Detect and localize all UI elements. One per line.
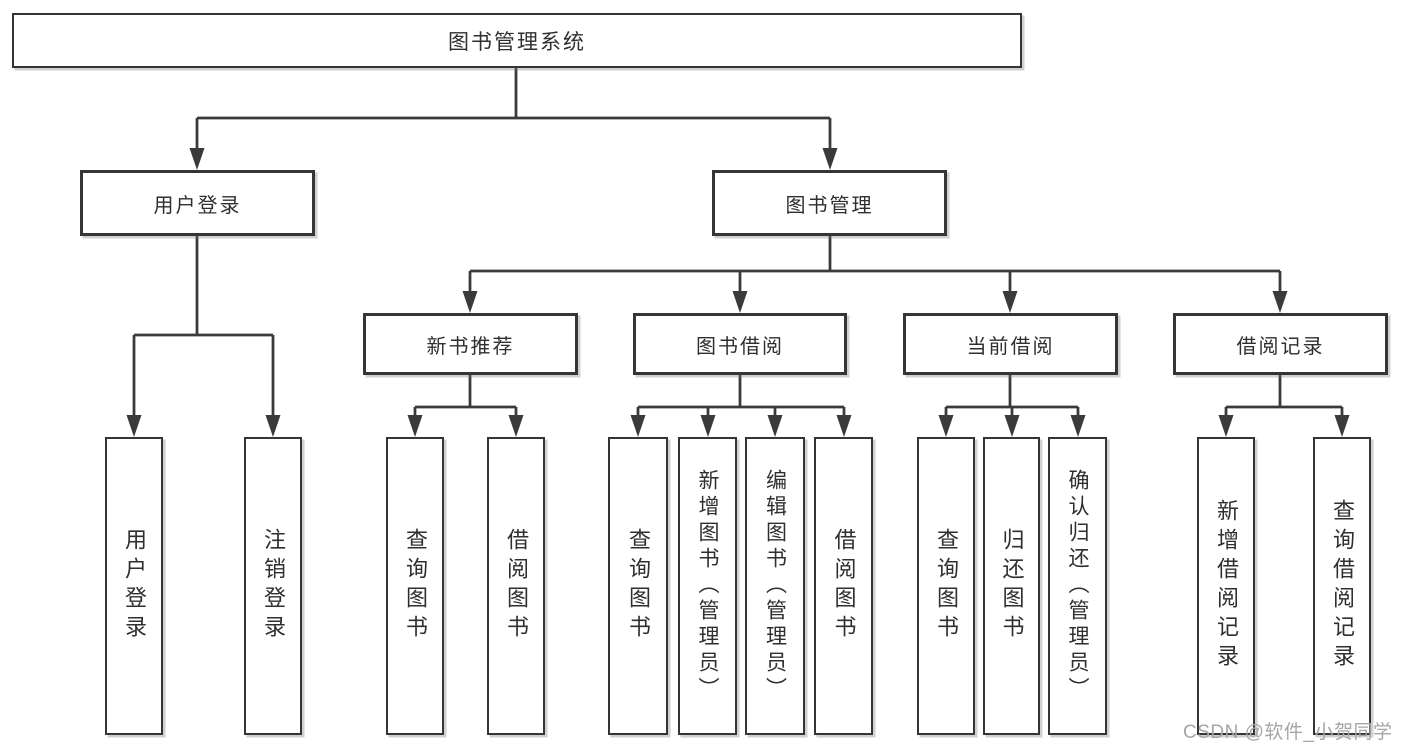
leaf-records-add: 新增借阅记录 — [1197, 437, 1255, 735]
leaf-current-return: 归还图书 — [983, 437, 1040, 735]
connector-userlogin-leaves — [132, 236, 275, 417]
arrowhead — [1334, 415, 1350, 437]
leaf-borrow-edit: 编辑图书（管理员） — [745, 437, 805, 735]
leaf-borrow-borrow-label: 借阅图书 — [831, 528, 857, 644]
leaf-newbooks-borrow-label: 借阅图书 — [504, 528, 529, 644]
leaf-borrow-query-label: 查询图书 — [626, 528, 651, 644]
leaf-newbooks-query-label: 查询图书 — [403, 528, 428, 644]
arrowhead — [462, 291, 478, 313]
arrowhead — [822, 148, 838, 170]
leaf-records-add-label: 新增借阅记录 — [1214, 499, 1239, 673]
node-root: 图书管理系统 — [12, 13, 1022, 68]
leaf-current-confirm-return: 确认归还（管理员） — [1048, 437, 1107, 735]
connector-bookborrow-leaves — [636, 375, 846, 417]
arrowhead — [700, 415, 716, 437]
node-current-borrow: 当前借阅 — [903, 313, 1118, 375]
node-user-login-label: 用户登录 — [153, 194, 242, 217]
connector-bookmgmt-level3 — [468, 236, 1282, 293]
leaf-records-query-label: 查询借阅记录 — [1330, 499, 1355, 673]
arrowhead — [265, 415, 281, 437]
arrowhead — [1002, 291, 1018, 313]
arrowhead — [508, 415, 524, 437]
arrowhead — [407, 415, 423, 437]
connector-root-level2 — [197, 68, 830, 120]
node-new-books-label: 新书推荐 — [426, 335, 515, 358]
leaf-logout: 注销登录 — [244, 437, 302, 735]
leaf-borrow-add: 新增图书（管理员） — [678, 437, 737, 735]
leaf-current-return-label: 归还图书 — [999, 528, 1025, 644]
leaf-records-query: 查询借阅记录 — [1313, 437, 1371, 735]
node-user-login: 用户登录 — [80, 170, 315, 236]
arrowhead — [732, 291, 748, 313]
arrowhead — [767, 415, 783, 437]
connector-currentborrow-leaves — [944, 375, 1080, 417]
connector-newbooks-leaves — [413, 375, 518, 417]
arrowhead — [630, 415, 646, 437]
arrowhead — [1070, 415, 1086, 437]
node-book-borrow-label: 图书借阅 — [696, 335, 784, 358]
arrowhead — [1272, 291, 1288, 313]
connector-root-level2-drops — [195, 118, 832, 150]
leaf-current-query-label: 查询图书 — [934, 528, 959, 644]
leaf-borrow-borrow: 借阅图书 — [814, 437, 873, 735]
arrowhead — [1218, 415, 1234, 437]
node-current-borrow-label: 当前借阅 — [966, 335, 1055, 358]
node-book-management: 图书管理 — [712, 170, 947, 236]
leaf-user-login-label: 用户登录 — [122, 528, 147, 644]
node-root-label: 图书管理系统 — [448, 30, 586, 54]
arrowhead — [189, 148, 205, 170]
arrowhead — [938, 415, 954, 437]
leaf-borrow-add-label: 新增图书（管理员） — [696, 469, 719, 703]
connector-borrowrecords-leaves — [1224, 375, 1344, 417]
watermark: CSDN @软件_小贺同学 — [1183, 722, 1393, 743]
arrowhead — [126, 415, 142, 437]
leaf-borrow-query: 查询图书 — [608, 437, 668, 735]
arrowhead — [836, 415, 852, 437]
leaf-user-login: 用户登录 — [105, 437, 163, 735]
arrowhead — [1004, 415, 1020, 437]
leaf-borrow-edit-label: 编辑图书（管理员） — [763, 469, 787, 703]
leaf-logout-label: 注销登录 — [261, 528, 286, 644]
leaf-current-confirm-return-label: 确认归还（管理员） — [1066, 469, 1089, 703]
leaf-current-query: 查询图书 — [917, 437, 975, 735]
node-book-management-label: 图书管理 — [785, 194, 874, 217]
node-new-books: 新书推荐 — [363, 313, 578, 375]
node-borrow-records-label: 借阅记录 — [1236, 335, 1325, 358]
leaf-newbooks-query: 查询图书 — [386, 437, 444, 735]
node-book-borrow: 图书借阅 — [633, 313, 847, 375]
leaf-newbooks-borrow: 借阅图书 — [487, 437, 545, 735]
node-borrow-records: 借阅记录 — [1173, 313, 1388, 375]
